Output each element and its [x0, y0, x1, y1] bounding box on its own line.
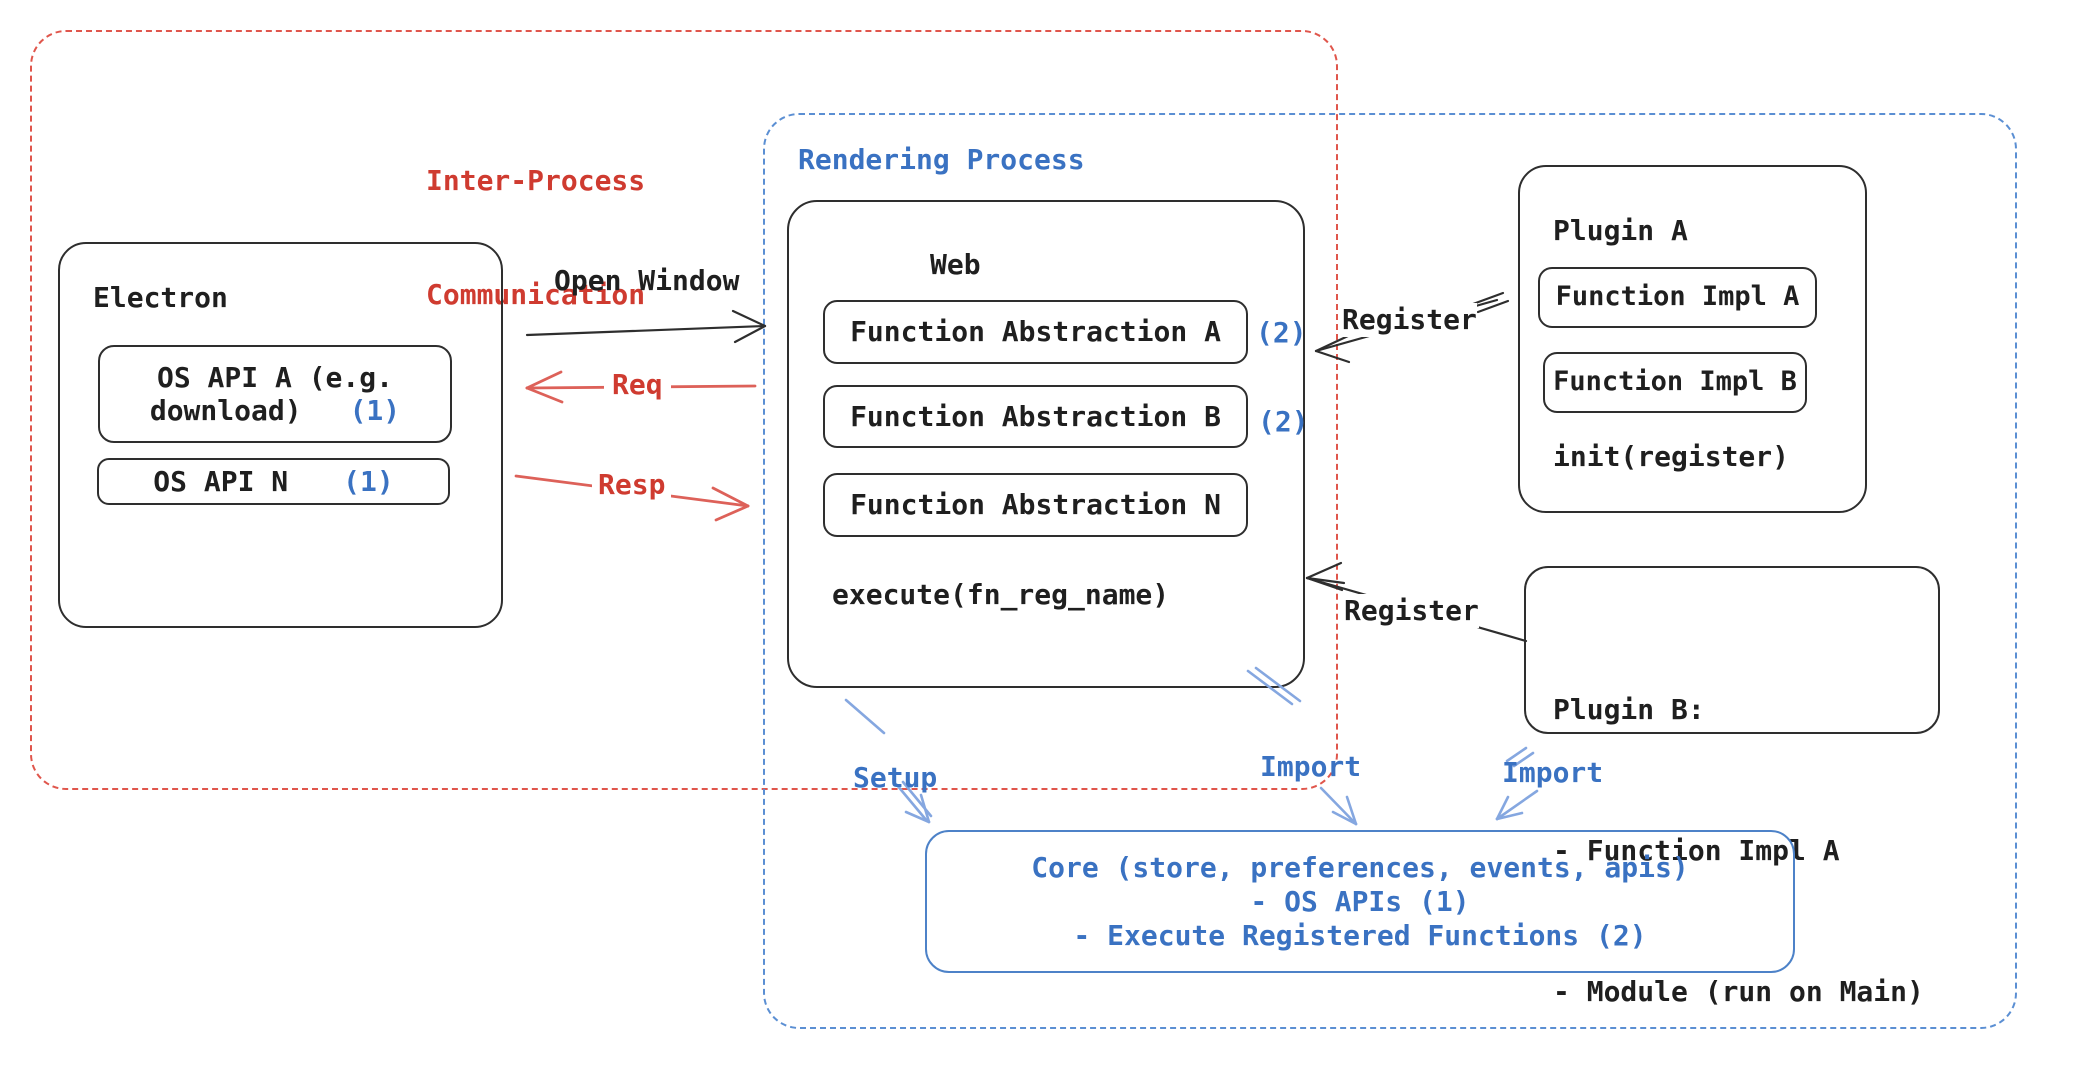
os-api-a-box: OS API A (e.g. download)(1)	[98, 345, 452, 443]
fn-abstraction-n-box: Function Abstraction N	[823, 473, 1248, 537]
fn-abstraction-b-badge: (2)	[1258, 405, 1309, 438]
resp-label: Resp	[592, 468, 672, 502]
fn-abstraction-a-label: Function Abstraction A	[850, 315, 1221, 349]
plugin-b-line3: - Module (run on Main)	[1553, 975, 1924, 1008]
import-from-plugin-b-label: Import	[1502, 756, 1604, 789]
core-line2: - OS APIs (1)	[1250, 884, 1470, 918]
ipc-region-label: Inter-Process Communication	[426, 86, 645, 390]
plugin-a-title: Plugin A	[1553, 214, 1688, 247]
fn-abstraction-n-label: Function Abstraction N	[850, 488, 1221, 522]
req-label: Req	[604, 368, 671, 402]
os-api-n-badge: (1)	[343, 465, 394, 498]
os-api-a-line1: OS API A (e.g.	[156, 361, 393, 394]
fn-abstraction-b-box: Function Abstraction B	[823, 385, 1248, 448]
open-window-label: Open Window	[554, 264, 740, 297]
plugin-b-text: Plugin B: - Function Impl A - Module (ru…	[1553, 592, 1924, 1066]
rendering-process-region-frame	[763, 113, 2017, 1029]
ipc-region-frame	[30, 30, 1338, 790]
ipc-label-line1: Inter-Process	[426, 164, 646, 197]
execute-label: execute(fn_reg_name)	[832, 578, 1170, 611]
plugin-a-impl-b-label: Function Impl B	[1553, 366, 1797, 398]
fn-abstraction-a-box: Function Abstraction A	[823, 300, 1248, 364]
web-box	[787, 200, 1305, 688]
os-api-a-badge: (1)	[349, 394, 401, 427]
rendering-process-label: Rendering Process	[798, 143, 1085, 176]
core-line3: - Execute Registered Functions (2)	[1073, 918, 1647, 952]
web-title: Web	[930, 248, 981, 281]
os-api-a-line2: download)(1)	[149, 394, 401, 427]
register-plugin-a-label: Register	[1342, 303, 1477, 337]
os-api-n-box: OS API N(1)	[97, 458, 450, 505]
fn-abstraction-b-label: Function Abstraction B	[850, 399, 1221, 433]
fn-abstraction-a-badge: (2)	[1256, 316, 1307, 349]
plugin-a-impl-a-box: Function Impl A	[1538, 267, 1817, 328]
ipc-label-line2: Communication	[426, 278, 646, 311]
import-from-web-label: Import	[1260, 750, 1362, 783]
plugin-a-impl-a-label: Function Impl A	[1555, 281, 1800, 313]
register-plugin-b-label: Register	[1344, 594, 1479, 628]
electron-title: Electron	[93, 281, 228, 314]
core-line1: Core (store, preferences, events, apis)	[1031, 850, 1689, 884]
setup-label: Setup	[853, 761, 938, 794]
os-api-n-line: OS API N(1)	[153, 465, 394, 498]
core-box: Core (store, preferences, events, apis) …	[925, 830, 1795, 973]
plugin-a-impl-b-box: Function Impl B	[1543, 352, 1807, 413]
plugin-a-init-label: init(register)	[1553, 440, 1790, 473]
electron-box	[58, 242, 503, 628]
plugin-b-line1: Plugin B:	[1553, 693, 1705, 726]
plugin-a-box	[1518, 165, 1867, 513]
plugin-b-box	[1524, 566, 1940, 734]
